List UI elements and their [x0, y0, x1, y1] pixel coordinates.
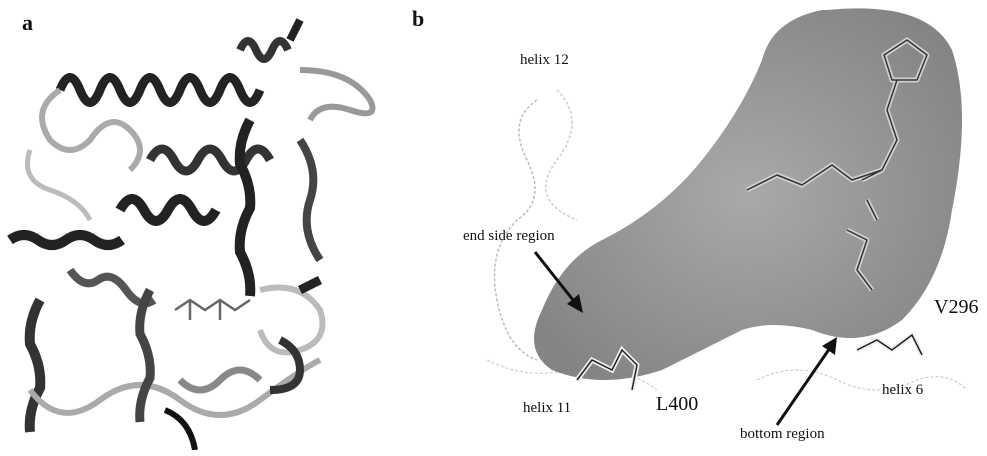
panel-b-letter: b [412, 6, 424, 32]
label-end-side-region: end side region [463, 228, 555, 245]
label-l400: L400 [656, 393, 698, 416]
label-helix-6: helix 6 [882, 382, 923, 399]
label-helix-12: helix 12 [520, 52, 569, 69]
protein-ribbon-cartoon [0, 10, 400, 450]
label-v296: V296 [934, 296, 978, 319]
pocket-surface [534, 8, 962, 380]
label-bottom-region: bottom region [740, 426, 825, 443]
bottom-region-arrow [777, 345, 832, 425]
label-helix-11: helix 11 [523, 400, 571, 417]
